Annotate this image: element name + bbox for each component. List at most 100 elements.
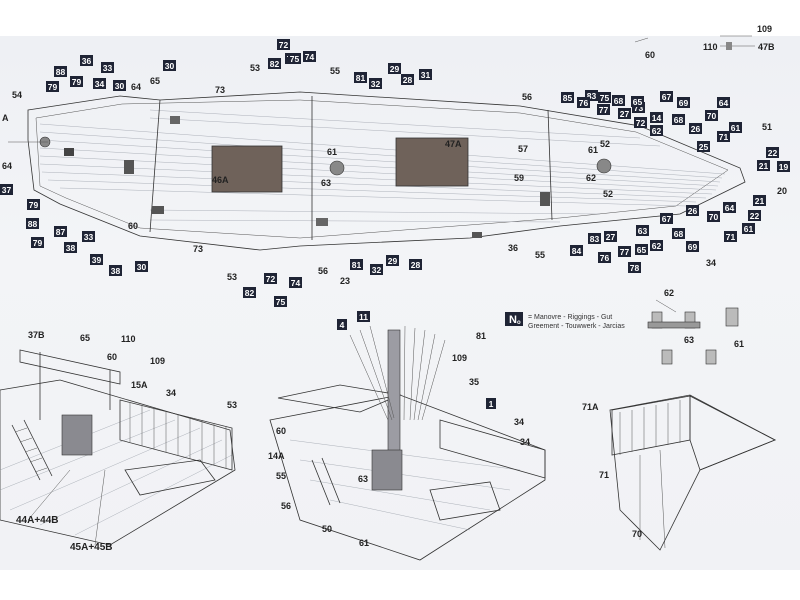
- rigging-label-text: 68: [614, 96, 624, 106]
- rigging-label-text: 62: [652, 126, 662, 136]
- rigging-label-text: 30: [115, 81, 125, 91]
- part-label: 57: [518, 144, 528, 154]
- rigging-label-box: [419, 69, 432, 80]
- rigging-label-box: [350, 259, 363, 270]
- rigging-label-text: 37: [2, 185, 12, 195]
- rigging-label-box: [27, 199, 40, 210]
- rigging-label: 77: [597, 104, 610, 115]
- rigging-label-text: 25: [699, 142, 709, 152]
- part-label: 36: [508, 243, 518, 253]
- rigging-label-text: 72: [279, 40, 289, 50]
- rigging-label-box: [598, 92, 611, 103]
- rigging-label-box: [370, 264, 383, 275]
- rigging-label-text: 71: [726, 232, 736, 242]
- rigging-label-box: [135, 261, 148, 272]
- rigging-label-text: 79: [29, 200, 39, 210]
- part-label: 46A: [212, 175, 229, 185]
- rigging-label-box: [268, 58, 281, 69]
- rigging-label: 83: [585, 90, 598, 101]
- rigging-label-text: 29: [390, 64, 400, 74]
- rigging-label-text: 78: [630, 263, 640, 273]
- rigging-label: 76: [577, 97, 590, 108]
- rigging-label-text: 32: [372, 265, 382, 275]
- detail-bow: [609, 394, 776, 551]
- rigging-label: 61: [729, 122, 742, 133]
- rigging-label-text: 63: [638, 226, 648, 236]
- rigging-label: 68: [612, 95, 625, 106]
- rigging-label: 29: [386, 255, 399, 266]
- legend-line-1: = Manovre - Riggings - Gut: [528, 314, 612, 321]
- rigging-label-box: [604, 231, 617, 242]
- rigging-label: 28: [409, 259, 422, 270]
- part-label: 55: [330, 66, 340, 76]
- rigging-label-box: [598, 252, 611, 263]
- rigging-label-text: 1: [489, 399, 494, 409]
- rigging-label-box: [672, 114, 685, 125]
- rigging-label-text: 39: [92, 255, 102, 265]
- rigging-label-text: 32: [371, 79, 381, 89]
- rigging-label: 65: [635, 244, 648, 255]
- rigging-label-text: 72: [636, 118, 646, 128]
- rigging-label-box: [612, 95, 625, 106]
- rigging-label-text: 33: [103, 63, 113, 73]
- rigging-label: 25: [697, 141, 710, 152]
- rigging-label-box: [409, 259, 422, 270]
- rigging-label-box: [64, 242, 77, 253]
- rigging-label: 62: [650, 240, 663, 251]
- part-label: 15A: [131, 380, 148, 390]
- rigging-label-box: [753, 195, 766, 206]
- rigging-label-box: [631, 96, 644, 107]
- rigging-label-text: 74: [305, 52, 315, 62]
- part-label: 53: [250, 63, 260, 73]
- part-label: 60: [128, 221, 138, 231]
- rigging-label: 14: [650, 112, 663, 123]
- part-label: 35: [469, 377, 479, 387]
- rigging-label-text: 74: [291, 278, 301, 288]
- rigging-label-text: 28: [403, 75, 413, 85]
- rigging-label-text: 67: [662, 92, 672, 102]
- rigging-label-box: [109, 265, 122, 276]
- rigging-label-text: 30: [137, 262, 147, 272]
- rigging-label: 29: [388, 63, 401, 74]
- rigging-label: 67: [660, 213, 673, 224]
- rigging-label: 79: [70, 76, 83, 87]
- rigging-label: 31: [419, 69, 432, 80]
- legend-subscript: o: [517, 320, 521, 326]
- rigging-label: 33: [101, 62, 114, 73]
- rigging-label-box: [717, 131, 730, 142]
- rigging-label-text: 62: [652, 241, 662, 251]
- rigging-label: 75: [274, 296, 287, 307]
- rigging-label-text: 79: [33, 238, 43, 248]
- part-label: 45A+45B: [70, 542, 113, 553]
- rigging-label-text: 36: [82, 56, 92, 66]
- rigging-label-text: 75: [290, 54, 300, 64]
- rigging-label-text: 71: [719, 132, 729, 142]
- part-label: 34: [166, 388, 176, 398]
- detail-aft-deck: [0, 349, 236, 546]
- part-label: 23: [340, 276, 350, 286]
- rigging-label-box: [264, 273, 277, 284]
- rigging-label-text: 75: [276, 297, 286, 307]
- rigging-label: 71: [724, 231, 737, 242]
- rigging-label-box: [757, 160, 770, 171]
- rigging-label-box: [634, 117, 647, 128]
- rigging-label: 33: [82, 231, 95, 242]
- part-label: 34: [520, 437, 530, 447]
- rigging-label: 68: [672, 114, 685, 125]
- rigging-label-box: [650, 125, 663, 136]
- rigging-label-box: [26, 218, 39, 229]
- rigging-label: 27: [618, 108, 631, 119]
- rigging-label-box: [357, 311, 370, 322]
- rigging-label: 11: [357, 311, 370, 322]
- rigging-label-text: 83: [587, 91, 597, 101]
- part-label: 81: [476, 331, 486, 341]
- part-label: 64: [2, 161, 12, 171]
- rigging-label: 72: [264, 273, 277, 284]
- rigging-label-text: 11: [359, 312, 368, 322]
- rigging-label-box: [628, 262, 641, 273]
- rigging-label-text: 79: [72, 77, 82, 87]
- rigging-label-box: [632, 102, 645, 113]
- rigging-label-box: [636, 225, 649, 236]
- hatch-46a: [211, 145, 283, 193]
